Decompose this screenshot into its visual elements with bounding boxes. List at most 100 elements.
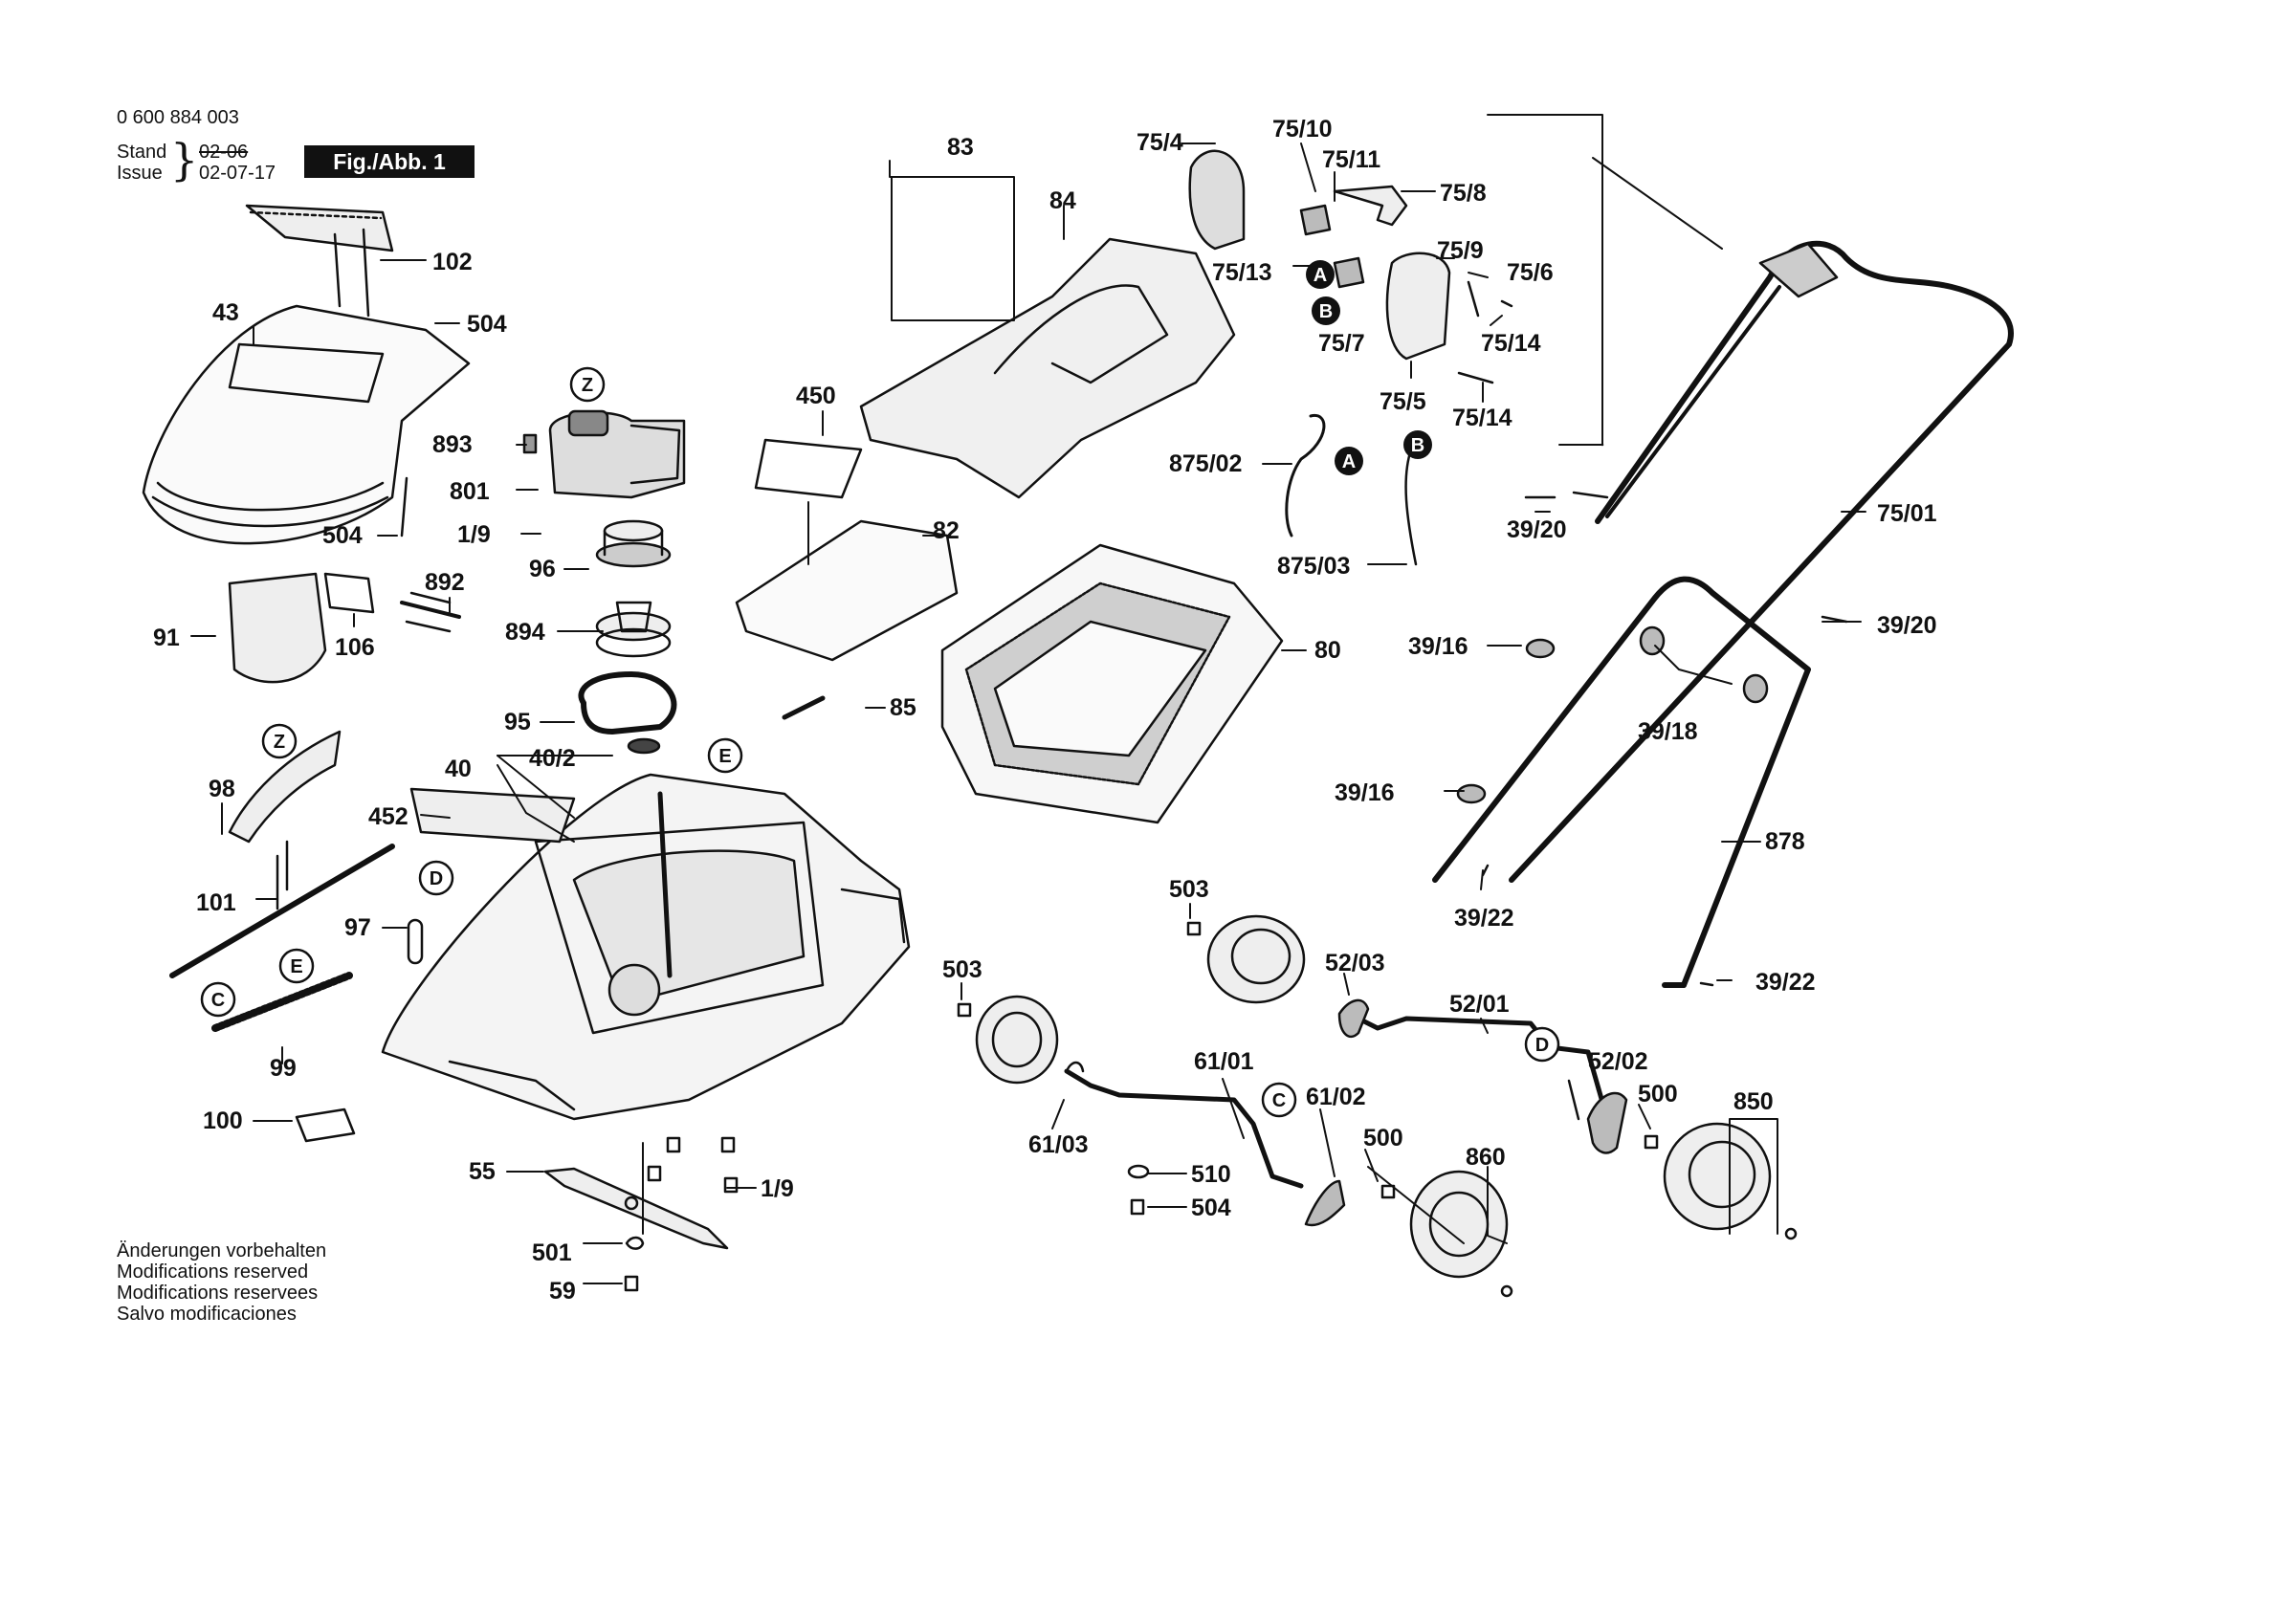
callout-39-22a: 39/22 (1454, 905, 1514, 932)
callout-39-16b: 39/16 (1335, 779, 1395, 806)
marker-z-lower: Z (261, 723, 298, 759)
marker-a-cable: A (1335, 447, 1363, 475)
callout-85: 85 (890, 694, 916, 721)
callout-61-02: 61/02 (1306, 1084, 1366, 1110)
svg-text:Z: Z (582, 375, 593, 396)
motor-unit-part (522, 409, 686, 499)
blade-part (543, 1136, 739, 1292)
marker-c-right: C (1261, 1082, 1297, 1118)
callout-892: 892 (425, 569, 465, 596)
top-cover-part (142, 204, 471, 545)
callout-500a: 500 (1638, 1081, 1678, 1108)
marker-z-top: Z (569, 366, 606, 403)
callout-510: 510 (1191, 1161, 1231, 1188)
control-box-parts (1188, 149, 1513, 566)
marker-b-control: B (1312, 296, 1340, 325)
callout-39-20a: 39/20 (1507, 516, 1567, 543)
callout-84: 84 (1049, 187, 1076, 214)
marker-e-deck: E (707, 737, 743, 774)
leader-lines (190, 143, 1866, 1284)
stand-date: 02-06 (199, 142, 249, 163)
callout-452: 452 (368, 803, 408, 830)
marker-b-cable: B (1403, 430, 1432, 459)
callout-875-02: 875/02 (1169, 450, 1242, 477)
callout-52-01: 52/01 (1449, 991, 1510, 1018)
callout-100: 100 (203, 1108, 243, 1134)
svg-text:E: E (718, 746, 731, 767)
svg-text:B: B (1319, 301, 1333, 322)
marker-d-right: D (1524, 1026, 1560, 1063)
callout-503a: 503 (1169, 876, 1209, 903)
callout-80: 80 (1314, 637, 1341, 664)
callout-39-16a: 39/16 (1408, 633, 1468, 660)
marker-c-left: C (200, 981, 236, 1018)
callout-875-03: 875/03 (1277, 553, 1350, 580)
callout-503b: 503 (942, 956, 982, 983)
marker-e-axle: E (278, 948, 315, 984)
brace-glyph: } (170, 134, 199, 186)
svg-text:D: D (1535, 1035, 1549, 1056)
callout-39-18: 39/18 (1638, 718, 1698, 745)
callout-75-7: 75/7 (1318, 330, 1365, 357)
marker-d-left: D (418, 860, 454, 896)
axle-parts (957, 921, 1659, 1227)
callout-75-11: 75/11 (1322, 146, 1380, 173)
note-de: Änderungen vorbehalten (117, 1240, 327, 1261)
callout-40-2: 40/2 (529, 745, 576, 772)
callout-75-14a: 75/14 (1481, 330, 1541, 357)
handle-parts (1432, 114, 2014, 988)
callout-97: 97 (344, 914, 371, 941)
svg-text:Z: Z (274, 732, 285, 753)
callout-101: 101 (196, 889, 236, 916)
callout-801: 801 (450, 478, 490, 505)
note-fr: Modifications reservees (117, 1283, 319, 1304)
callout-504b: 504 (322, 522, 363, 549)
callout-850: 850 (1733, 1088, 1774, 1115)
callout-83: 83 (947, 134, 974, 161)
svg-text:A: A (1314, 265, 1327, 286)
svg-text:E: E (290, 956, 302, 977)
callout-504c: 504 (1191, 1195, 1231, 1221)
marker-a-control: A (1306, 260, 1335, 289)
callout-504a: 504 (467, 311, 507, 338)
switch-housing-part (228, 572, 461, 684)
callout-82: 82 (933, 517, 960, 544)
svg-text:C: C (211, 990, 225, 1011)
svg-text:D: D (430, 868, 443, 889)
callout-75-01: 75/01 (1877, 500, 1937, 527)
callout-59: 59 (549, 1278, 576, 1305)
callout-95: 95 (504, 709, 531, 735)
callout-52-02: 52/02 (1588, 1048, 1648, 1075)
issue-date: 02-07-17 (199, 163, 276, 184)
svg-text:A: A (1342, 451, 1356, 472)
callout-55: 55 (469, 1158, 496, 1185)
callout-61-03: 61/03 (1028, 1131, 1089, 1158)
callout-1-9a: 1/9 (457, 521, 491, 548)
callout-878: 878 (1765, 828, 1805, 855)
callout-893: 893 (432, 431, 473, 458)
callout-75-5: 75/5 (1380, 388, 1426, 415)
figure-label: Fig./Abb. 1 (304, 145, 475, 178)
callout-43: 43 (212, 299, 239, 326)
callout-61-01: 61/01 (1194, 1048, 1254, 1075)
callout-96: 96 (529, 556, 556, 582)
modification-notes: Änderungen vorbehalten Modifications res… (117, 1240, 326, 1325)
callout-75-6: 75/6 (1507, 259, 1554, 286)
callout-39-22b: 39/22 (1755, 969, 1816, 996)
callout-860: 860 (1466, 1144, 1506, 1171)
part-number: 0 600 884 003 (117, 107, 239, 128)
issue-label: Issue (117, 163, 163, 184)
callout-501: 501 (532, 1239, 572, 1266)
grass-box-part (940, 543, 1284, 824)
callout-98: 98 (209, 776, 235, 802)
callout-450: 450 (796, 383, 836, 409)
callout-39-20b: 39/20 (1877, 612, 1937, 639)
callout-75-8: 75/8 (1440, 180, 1487, 207)
callout-99: 99 (270, 1055, 297, 1082)
grass-box-lid-part (735, 237, 1236, 720)
callout-106: 106 (335, 634, 375, 661)
callout-91: 91 (153, 625, 180, 651)
drive-parts (578, 519, 677, 755)
note-en: Modifications reserved (117, 1261, 309, 1283)
